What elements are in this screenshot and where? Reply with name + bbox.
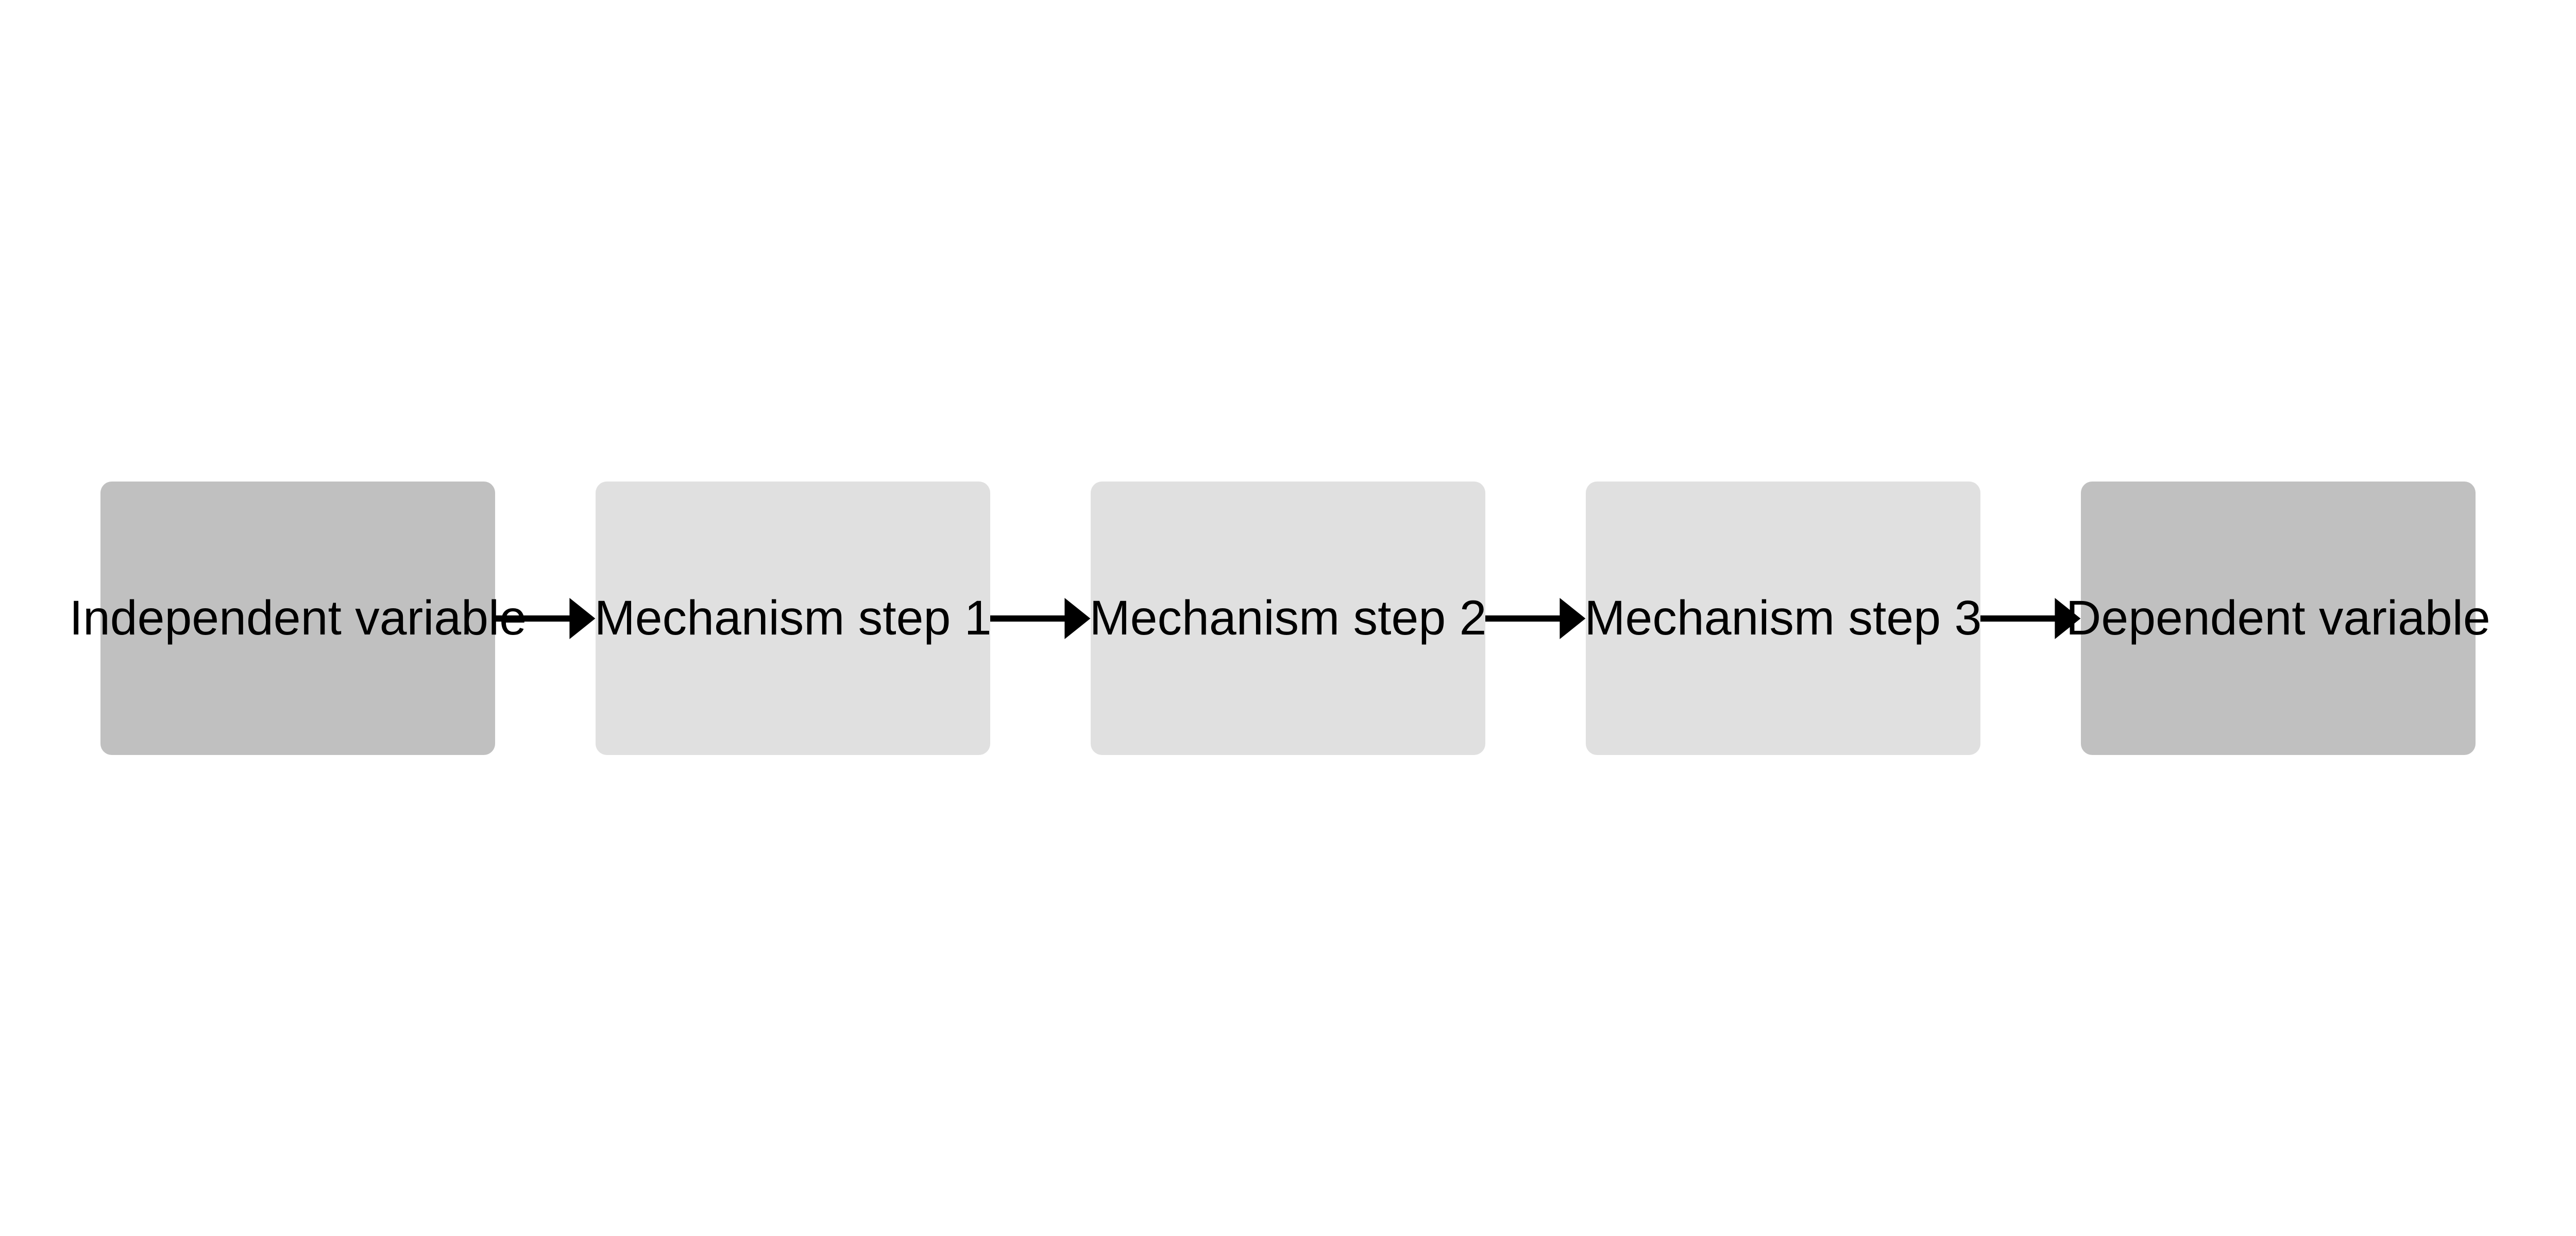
arrow-step2-to-step3 — [1485, 597, 1586, 639]
node-dependent-variable: Dependent variable — [2066, 482, 2490, 755]
node-label: Mechanism step 3 — [1584, 591, 1982, 645]
arrow-independent-to-step1 — [495, 597, 596, 639]
node-label: Mechanism step 2 — [1089, 591, 1487, 645]
node-label: Mechanism step 1 — [594, 591, 992, 645]
node-label: Independent variable — [69, 591, 527, 645]
node-mechanism-step-1: Mechanism step 1 — [594, 482, 992, 755]
arrowhead — [1064, 597, 1091, 639]
node-mechanism-step-2: Mechanism step 2 — [1089, 482, 1487, 755]
arrow-step3-to-dependent — [1980, 597, 2081, 639]
arrowhead — [569, 597, 596, 639]
arrowhead — [2055, 597, 2081, 639]
node-mechanism-step-3: Mechanism step 3 — [1584, 482, 1982, 755]
arrowhead — [1560, 597, 1586, 639]
flow-diagram: Independent variable Mechanism step 1 Me… — [0, 482, 2576, 755]
arrow-step1-to-step2 — [990, 597, 1091, 639]
node-label: Dependent variable — [2065, 591, 2490, 645]
node-independent-variable: Independent variable — [70, 482, 527, 755]
